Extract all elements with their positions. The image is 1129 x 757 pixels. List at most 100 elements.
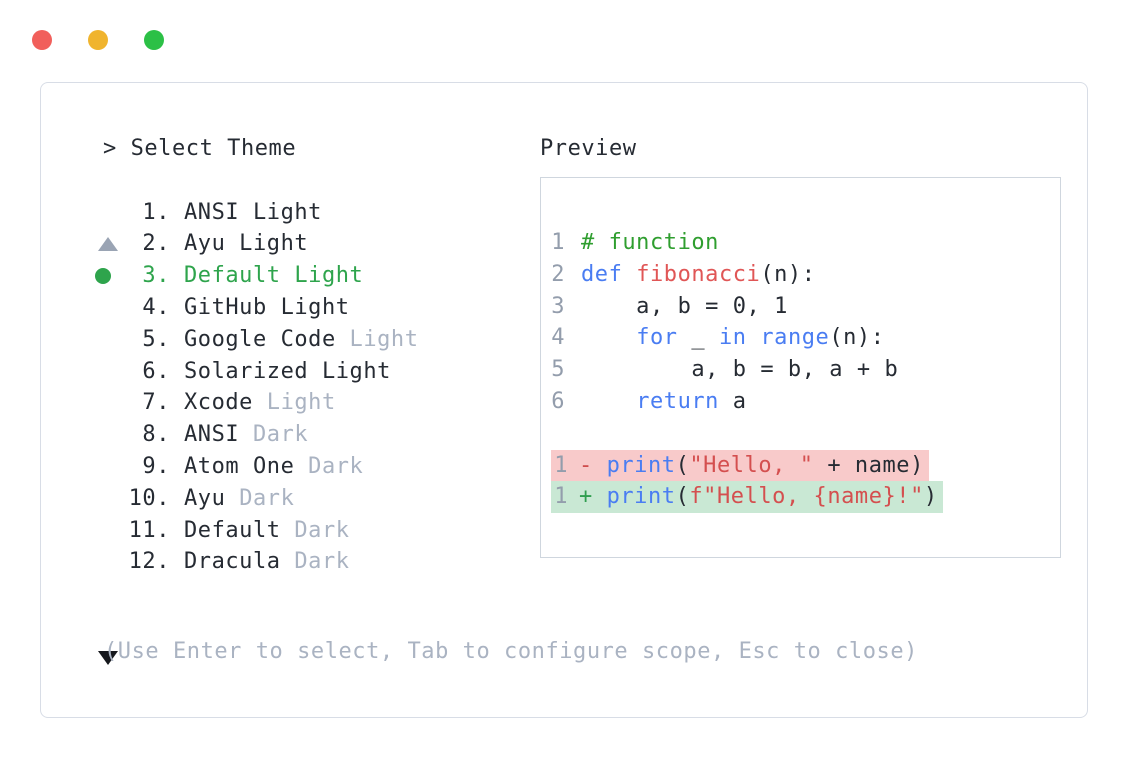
code-token: a [718, 388, 747, 414]
theme-item-number: 10. [128, 485, 170, 511]
line-number: 1 [554, 452, 568, 478]
theme-item-label: Google Code Light [184, 326, 419, 352]
theme-item-number: 8. [142, 422, 170, 448]
code-token: for [636, 325, 678, 351]
diff-highlight: 1 + print(f"Hello, {name}!") [551, 481, 943, 514]
theme-item-label: Xcode Light [184, 390, 336, 416]
code-token [747, 325, 761, 350]
theme-item-number: 7. [142, 390, 170, 416]
theme-item-number: 3. [142, 263, 170, 289]
diff-removed-line: 1- print("Hello, " + name) [551, 449, 1060, 482]
theme-item[interactable]: 5. Google Code Light [95, 324, 918, 356]
theme-item-variant: Light [349, 326, 419, 352]
theme-item[interactable]: 4. GitHub Light [95, 292, 918, 324]
theme-item-variant: Dark [294, 517, 350, 543]
code-token: + name) [813, 452, 924, 478]
code-line: 1# function [551, 227, 1060, 259]
diff-added-line: 1 + print(f"Hello, {name}!") [551, 481, 1060, 514]
code-token: (n): [829, 325, 885, 351]
theme-item[interactable]: 2. Ayu Light [95, 228, 918, 260]
code-blank-line [551, 418, 1060, 450]
theme-item[interactable]: 6. Solarized Light [95, 356, 918, 388]
diff-highlight: 1- print("Hello, " + name) [551, 449, 929, 482]
code-token: return [636, 388, 719, 414]
code-token [581, 389, 636, 414]
theme-item[interactable]: 8. ANSI Dark [95, 419, 918, 451]
theme-item[interactable]: 9. Atom One Dark [95, 451, 918, 483]
theme-item-variant: Light [266, 390, 336, 416]
theme-item-label: GitHub Light [184, 294, 350, 320]
theme-item-number: 4. [142, 294, 170, 320]
line-number: 3 [551, 293, 565, 319]
code-token: in [718, 325, 747, 351]
code-token: "Hello, " [689, 452, 814, 478]
code-token: def [581, 261, 637, 287]
code-token: + [579, 484, 607, 510]
theme-item-number: 6. [142, 358, 170, 384]
theme-item-label: Solarized Light [184, 358, 391, 384]
code-token: ) [923, 484, 938, 510]
close-window-icon[interactable] [32, 30, 52, 50]
theme-item-variant: Dark [294, 549, 350, 575]
scroll-up-icon[interactable] [98, 237, 118, 252]
theme-item-label: ANSI Dark [184, 422, 309, 448]
theme-item-number: 11. [128, 517, 170, 543]
theme-item-variant: Dark [308, 453, 364, 479]
scroll-down-row[interactable] [95, 578, 918, 665]
theme-item[interactable]: 12. Dracula Dark [95, 546, 918, 578]
code-line: 3 a, b = 0, 1 [551, 291, 1060, 323]
minimize-window-icon[interactable] [87, 30, 108, 50]
maximize-window-icon[interactable] [143, 30, 164, 50]
scroll-up-row[interactable] [95, 165, 918, 252]
help-text: (Use Enter to select, Tab to configure s… [104, 638, 918, 664]
theme-item[interactable]: 10. Ayu Dark [95, 483, 918, 515]
select-theme-prompt: > Select Theme [103, 136, 297, 161]
theme-item-label: Dracula Dark [184, 549, 350, 575]
selected-indicator-dot [95, 268, 111, 285]
theme-item-number: 12. [128, 549, 170, 575]
theme-item-label: Atom One Dark [184, 453, 364, 479]
line-number: 2 [551, 261, 565, 287]
theme-item[interactable]: 7. Xcode Light [95, 387, 918, 419]
theme-item-number: 2. [142, 231, 170, 257]
theme-item-label: Default Dark [184, 517, 350, 543]
code-token: print [606, 484, 676, 510]
theme-item-label: Ayu Light [184, 231, 309, 257]
scroll-down-icon[interactable] [98, 650, 118, 665]
theme-item[interactable]: 3.Default Light [95, 260, 918, 292]
window-controls [32, 30, 186, 55]
line-number: 5 [551, 357, 565, 383]
code-token: fibonacci [636, 261, 761, 287]
code-line: 2 def fibonacci(n): [551, 259, 1060, 291]
code-token: ( [675, 452, 690, 478]
code-token [581, 325, 636, 350]
theme-item-label: ANSI Light [184, 199, 322, 225]
theme-item-number: 5. [142, 326, 170, 352]
code-token: f"Hello, {name}!" [689, 484, 924, 510]
code-token: range [760, 325, 830, 351]
line-number: 1 [554, 484, 568, 510]
theme-item-variant: Dark [239, 485, 295, 511]
line-number: 6 [551, 388, 565, 414]
code-token: ( [675, 484, 690, 510]
theme-item[interactable]: 1.ANSI Light [95, 197, 918, 229]
theme-item-number: 9. [142, 453, 170, 479]
line-number: 4 [551, 325, 565, 351]
theme-item-label: Ayu Dark [184, 485, 295, 511]
code-token: # function [581, 230, 719, 255]
code-line: 6 return a [551, 386, 1060, 418]
preview-title: Preview [540, 136, 637, 161]
code-line: 4 for _ in range(n): [551, 322, 1060, 354]
theme-item[interactable]: 11. Default Dark [95, 515, 918, 547]
code-token: print [606, 452, 676, 478]
code-token: _ [677, 325, 719, 351]
code-token: a, b = 0, 1 [581, 293, 788, 319]
code-line: 5 a, b = b, a + b [551, 354, 1060, 386]
code-token: (n): [760, 261, 816, 287]
theme-item-variant: Dark [252, 422, 309, 448]
